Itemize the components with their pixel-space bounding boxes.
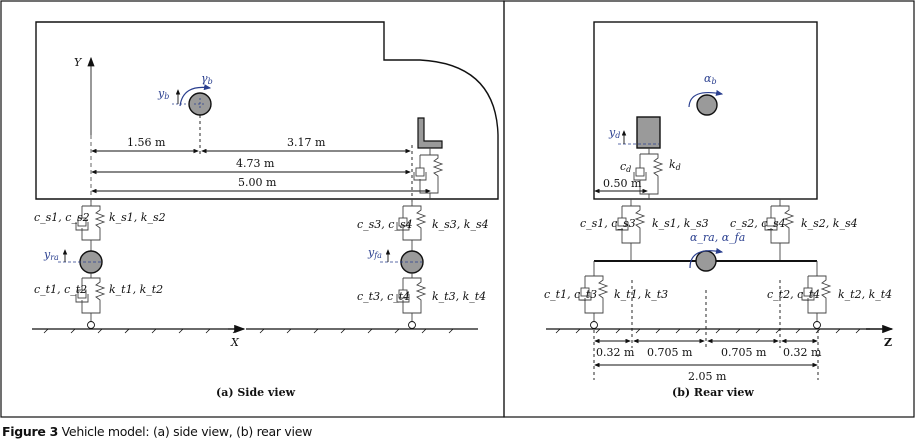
front-tire-damping-label: c_t3, c_t4 — [357, 290, 410, 303]
body-disp-label: yb — [157, 87, 169, 101]
rear-view-panel — [503, 0, 915, 418]
right-susp-damping-label: c_s2, c_s4 — [730, 217, 786, 230]
ground-hatch — [97, 328, 103, 334]
ground-hatch — [151, 328, 157, 334]
ground-hatch — [124, 328, 130, 334]
ground-hatch — [313, 328, 319, 334]
ground-hatch — [448, 328, 454, 334]
right-suspension-rear — [764, 199, 795, 260]
ground-hatch — [286, 328, 292, 334]
driver-mass — [636, 116, 661, 149]
front-tire-stiffness-label: k_t3, k_t4 — [432, 290, 486, 303]
left-tire-stiffness-label: k_t1, k_t3 — [614, 288, 668, 301]
ground-hatch — [635, 328, 641, 334]
rear-suspension-side — [75, 199, 106, 251]
front-susp-stiffness-label: k_s3, k_s4 — [432, 218, 489, 231]
ground-hatch — [755, 328, 761, 334]
front-tire-side — [396, 273, 427, 329]
axle-roll-label: α_ra, α_fa — [690, 231, 745, 244]
body-roll-arrow — [688, 89, 724, 108]
ground-hatch — [855, 328, 861, 334]
front-suspension-side — [396, 199, 427, 251]
left-suspension-rear — [615, 199, 646, 260]
driver-seat — [417, 117, 443, 149]
ground-hatch — [595, 328, 601, 334]
ground-hatch — [695, 328, 701, 334]
body-roll-label: αb — [704, 72, 717, 86]
body-rot-label: γb — [201, 72, 213, 86]
ground-hatch — [615, 328, 621, 334]
front-axle-disp-label: yfa — [367, 246, 382, 260]
x-axis-label: X — [230, 336, 240, 349]
ground-hatch — [795, 328, 801, 334]
ground-hatch — [367, 328, 373, 334]
left-tire-damping-label: c_t1, c_t3 — [544, 288, 597, 301]
dim-label-0-705-left: 0.705 m — [647, 346, 693, 359]
driver-seat-suspension — [633, 148, 664, 199]
rear-body-mass — [696, 94, 718, 116]
ground-hatch — [835, 328, 841, 334]
ground-hatch — [675, 328, 681, 334]
y-axis-label: Y — [74, 56, 83, 69]
figure-caption-label: Figure 3 — [2, 424, 58, 439]
ground-hatch — [232, 328, 238, 334]
seat-damping-label: cd — [620, 160, 631, 174]
seat-offset-label: 0.50 m — [603, 177, 642, 190]
vehicle-body-outline — [35, 21, 499, 200]
ground-hatch — [421, 328, 427, 334]
left-susp-stiffness-label: k_s1, k_s3 — [652, 217, 709, 230]
rear-susp-stiffness-label: k_s1, k_s2 — [109, 211, 166, 224]
ground-hatch — [815, 328, 821, 334]
dim-label-0-32-left: 0.32 m — [596, 346, 635, 359]
ground-hatch — [555, 328, 561, 334]
rear-axle-disp-label: yra — [43, 248, 59, 262]
ground-hatch — [259, 328, 265, 334]
figure-caption-text: Vehicle model: (a) side view, (b) rear v… — [61, 424, 313, 439]
z-axis-label: Z — [884, 336, 892, 349]
right-tire-stiffness-label: k_t2, k_t4 — [838, 288, 892, 301]
rear-view: αb yd cd kd 0.50 m c_s1, c_s3 k_s1, k_s3 — [544, 21, 894, 399]
left-susp-damping-label: c_s1, c_s3 — [580, 217, 636, 230]
rear-susp-damping-label: c_s1, c_s2 — [34, 211, 90, 224]
seat-stiffness-label: kd — [669, 158, 681, 172]
dim-label-0-705-right: 0.705 m — [721, 346, 767, 359]
rear-view-subtitle: (b) Rear view — [672, 386, 754, 399]
right-susp-stiffness-label: k_s2, k_s4 — [801, 217, 858, 230]
ground-hatch — [575, 328, 581, 334]
ground-hatch — [43, 328, 49, 334]
ground-hatch — [205, 328, 211, 334]
axle-roll-arrow — [689, 247, 724, 269]
ground-hatch — [735, 328, 741, 334]
rear-tire-side — [75, 273, 106, 329]
dim-label-5-00: 5.00 m — [238, 176, 277, 189]
rear-tire-stiffness-label: k_t1, k_t2 — [109, 283, 163, 296]
ground-hatch — [340, 328, 346, 334]
dim-label-4-73: 4.73 m — [236, 157, 275, 170]
dim-label-2-05: 2.05 m — [688, 370, 727, 383]
front-susp-damping-label: c_s3, c_s4 — [357, 218, 413, 231]
ground-hatch — [178, 328, 184, 334]
seat-suspension — [413, 148, 444, 199]
body-rot-arrow — [179, 84, 212, 107]
ground-hatch — [715, 328, 721, 334]
dim-label-1-56: 1.56 m — [127, 136, 166, 149]
ground-hatch — [70, 328, 76, 334]
figure-caption: Figure 3 Vehicle model: (a) side view, (… — [2, 424, 312, 439]
ground-hatch — [655, 328, 661, 334]
side-view: Y yb γb 1.56 m 3.17 m 4.73 m 5.00 m — [32, 21, 499, 399]
right-tire-damping-label: c_t2, c_t4 — [767, 288, 820, 301]
dim-label-3-17: 3.17 m — [287, 136, 326, 149]
dim-label-0-32-right: 0.32 m — [783, 346, 822, 359]
side-view-subtitle: (a) Side view — [216, 386, 296, 399]
ground-hatch — [775, 328, 781, 334]
axle-mass — [695, 250, 717, 272]
ground-hatch — [394, 328, 400, 334]
rear-tire-damping-label: c_t1, c_t2 — [34, 283, 87, 296]
rear-body-outline — [593, 21, 818, 200]
driver-disp-label: yd — [608, 126, 620, 140]
right-tire-rear — [801, 261, 832, 329]
